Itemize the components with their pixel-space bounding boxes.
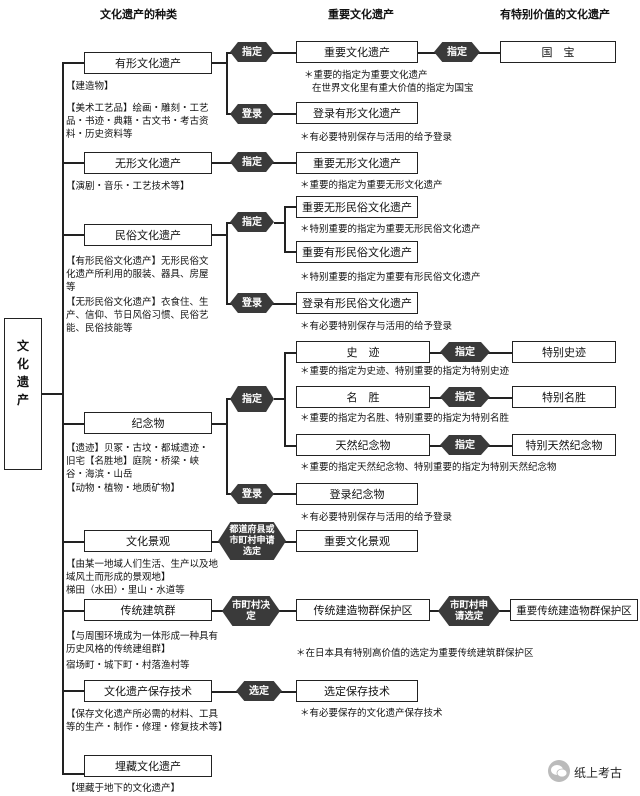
registered-tangible: 登录有形文化遗产 xyxy=(296,102,418,124)
national-treasure: 国 宝 xyxy=(500,41,616,63)
connector xyxy=(274,222,284,224)
monuments-note-3: ＊重要的指定天然纪念物、特别重要的指定为特别天然纪念物 xyxy=(300,462,557,473)
important-cultural-landscape: 重要文化景观 xyxy=(296,530,418,552)
tangible-r1-designate: 指定 xyxy=(434,42,480,62)
natural-monument-designate: 指定 xyxy=(440,435,490,455)
connector xyxy=(284,206,286,252)
root-label: 文化遗产 xyxy=(16,339,29,407)
connector xyxy=(226,52,228,114)
natural-monument: 天然纪念物 xyxy=(296,434,430,456)
monuments-desc-natural: 【动物・植物・地质矿物】 xyxy=(66,483,181,494)
important-intangible: 重要无形文化遗产 xyxy=(296,152,418,174)
connector xyxy=(62,773,84,775)
buildings-desc-2: 宿场町・城下町・村落渔村等 xyxy=(66,660,190,671)
techniques-desc: 【保存文化遗产所必需的材料、工具等的生产・制作・修理・修复技术等】 xyxy=(66,709,228,733)
connector xyxy=(212,234,226,236)
important-cultural-property: 重要文化遗产 xyxy=(296,41,418,63)
connector xyxy=(212,62,227,64)
monuments-note-2: ＊重要的指定为名胜、特别重要的指定为特别名胜 xyxy=(300,413,510,424)
techniques-note: ＊有必要保存的文化遗产保存技术 xyxy=(300,708,443,719)
monuments-designate: 指定 xyxy=(230,386,274,412)
wechat-icon xyxy=(548,760,570,782)
selected-techniques: 选定保存技术 xyxy=(296,680,418,702)
category-folk: 民俗文化遗产 xyxy=(84,224,212,246)
connector xyxy=(62,423,84,425)
buildings-decide: 市町村决定 xyxy=(222,596,280,626)
tangible-register: 登录 xyxy=(230,104,274,124)
connector xyxy=(226,398,228,494)
historic-site-designate: 指定 xyxy=(440,342,490,362)
folk-note-2: ＊特别重要的指定为重要有形民俗文化遗产 xyxy=(300,272,481,283)
header-types: 文化遗产的种类 xyxy=(100,8,177,21)
connector xyxy=(212,423,226,425)
category-monuments: 纪念物 xyxy=(84,412,212,434)
registered-monument: 登录纪念物 xyxy=(296,483,418,505)
connector xyxy=(284,251,296,253)
tangible-note-1a: ＊重要的指定为重要文化遗产 xyxy=(304,70,428,81)
intangible-designate: 指定 xyxy=(230,152,274,172)
important-preservation-district: 重要传统建造物群保护区 xyxy=(510,599,638,621)
monuments-register: 登录 xyxy=(230,484,274,504)
wechat-icon-svg xyxy=(551,765,568,778)
important-tangible-folk: 重要有形民俗文化遗产 xyxy=(296,241,418,263)
connector xyxy=(62,690,84,692)
tangible-designate: 指定 xyxy=(230,42,274,62)
tangible-desc-art: 【美术工艺品】绘画・雕刻・工艺品・书迹・典籍・古文书・考古资料・历史资料等 xyxy=(66,103,209,140)
connector xyxy=(226,222,228,304)
connector xyxy=(62,234,84,236)
connector xyxy=(284,445,296,447)
folk-register: 登录 xyxy=(230,293,274,313)
connector xyxy=(62,610,84,612)
connector xyxy=(274,398,284,400)
monuments-note-1: ＊重要的指定为史迹、特别重要的指定为特别史迹 xyxy=(300,366,510,377)
connector xyxy=(284,352,286,446)
connector xyxy=(62,62,84,64)
connector xyxy=(284,352,296,354)
tangible-note-1b: 在世界文化里有重大价值的指定为国宝 xyxy=(312,83,474,94)
techniques-select: 选定 xyxy=(236,681,282,701)
intangible-note: ＊重要的指定为重要无形文化遗产 xyxy=(300,180,443,191)
tangible-note-2: ＊有必要特别保存与活用的给予登录 xyxy=(300,132,453,143)
scenic-spot-designate: 指定 xyxy=(440,387,490,407)
landscape-desc-1: 【由某一地域人们生活、生产以及地域风土而形成的景观地】 xyxy=(66,559,219,583)
registered-tangible-folk: 登录有形民俗文化遗产 xyxy=(296,292,418,314)
category-buildings: 传统建筑群 xyxy=(84,599,212,621)
trunk-line xyxy=(62,62,64,774)
landscape-desc-2: 梯田（水田）・里山・水道等 xyxy=(66,585,185,596)
category-landscape: 文化景观 xyxy=(84,530,212,552)
monuments-note-4: ＊有必要特别保存与活用的给予登录 xyxy=(300,512,453,523)
intangible-desc: 【演剧・音乐・工艺技术等】 xyxy=(66,181,190,192)
connector xyxy=(62,162,84,164)
special-scenic-spot: 特别名胜 xyxy=(512,386,616,408)
connector xyxy=(42,393,62,395)
historic-site: 史 迹 xyxy=(296,341,430,363)
folk-note-3: ＊有必要特别保存与活用的给予登录 xyxy=(300,321,453,332)
category-techniques: 文化遗产保存技术 xyxy=(84,680,212,702)
preservation-district: 传统建造物群保护区 xyxy=(296,599,430,621)
buildings-note: ＊在日本具有特别高价值的选定为重要传统建筑群保护区 xyxy=(296,648,534,659)
special-natural-monument: 特别天然纪念物 xyxy=(512,434,616,456)
category-intangible: 无形文化遗产 xyxy=(84,152,212,174)
category-tangible: 有形文化遗产 xyxy=(84,52,212,74)
folk-desc-intangible: 【无形民俗文化遗产】衣食住、生产、信仰、节日风俗习惯、民俗艺能、民俗技能等 xyxy=(66,297,209,334)
folk-note-1: ＊特别重要的指定为重要无形民俗文化遗产 xyxy=(300,224,481,235)
monuments-desc-sites: 【遗迹】贝冢・古坟・都城遗迹・旧宅【名胜地】庭院・桥梁・峡谷・海滨・山岳 xyxy=(66,443,209,480)
folk-desc-tangible: 【有形民俗文化遗产】无形民俗文化遗产所利用的服装、器具、房屋等 xyxy=(66,256,209,293)
folk-designate: 指定 xyxy=(230,212,274,232)
root-cultural-heritage: 文化遗产 xyxy=(4,318,42,470)
special-historic-site: 特别史迹 xyxy=(512,341,616,363)
header-special: 有特别价值的文化遗产 xyxy=(500,8,610,21)
buried-desc: 【埋藏于地下的文化遗产】 xyxy=(66,783,181,794)
landscape-select: 都道府县或市町村申请选定 xyxy=(218,522,286,560)
tangible-desc-buildings: 【建造物】 xyxy=(66,81,114,92)
watermark-text: 纸上考古 xyxy=(574,766,623,780)
buildings-desc-1: 【与周围环境成为一体形成一种具有历史风格的传统建组群】 xyxy=(66,631,219,655)
scenic-spot: 名 胜 xyxy=(296,386,430,408)
important-intangible-folk: 重要无形民俗文化遗产 xyxy=(296,196,418,218)
connector xyxy=(284,206,296,208)
header-important: 重要文化遗产 xyxy=(328,8,394,21)
connector xyxy=(62,541,84,543)
buildings-r-select: 市町村申请选定 xyxy=(438,596,500,626)
category-buried: 埋藏文化遗产 xyxy=(84,755,212,777)
